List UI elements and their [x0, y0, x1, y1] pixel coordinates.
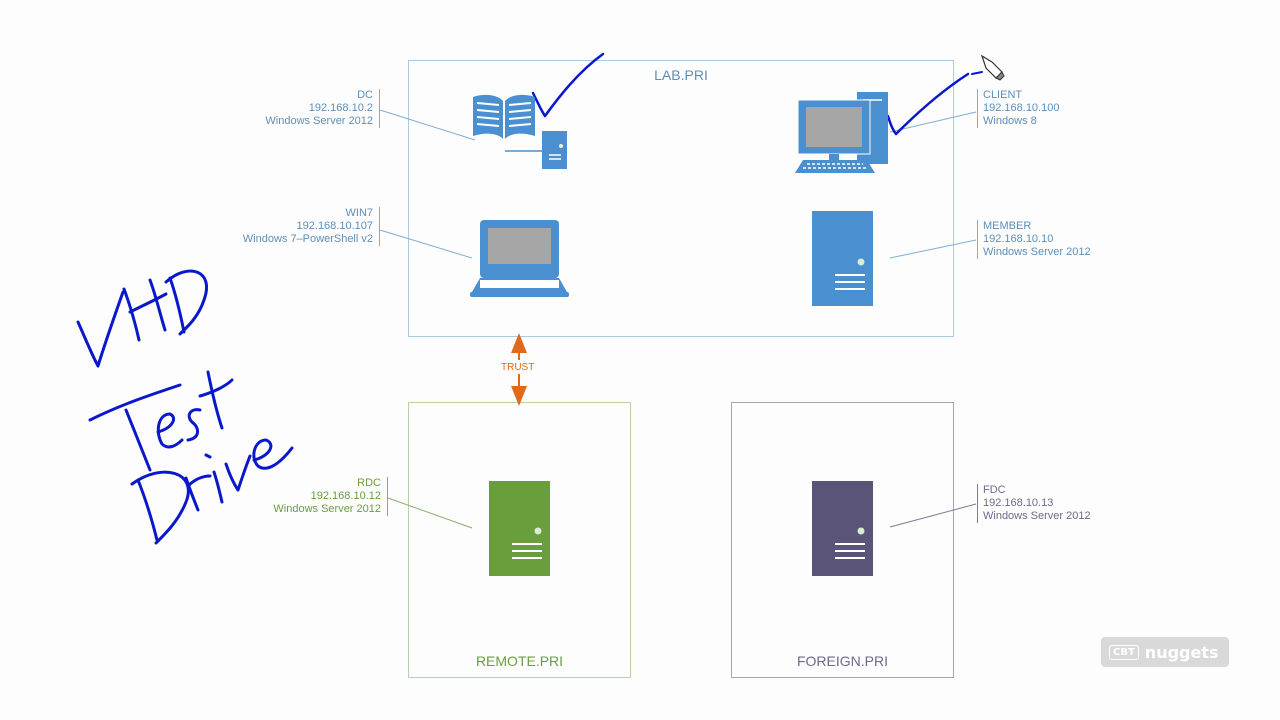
- foreign-domain-title: FOREIGN.PRI: [796, 653, 888, 669]
- rdc-connector: [387, 497, 473, 529]
- rdc-ip: 192.168.10.12: [310, 490, 381, 502]
- rdc-name: RDC: [357, 477, 381, 489]
- desktop-computer-icon: [795, 92, 891, 174]
- rdc-server-tower-icon: [489, 481, 550, 576]
- dc-ip: 192.168.10.2: [308, 102, 373, 114]
- ink-dash: [971, 71, 983, 75]
- dc-name: DC: [357, 89, 373, 101]
- laptop-icon: [470, 220, 569, 298]
- client-name: CLIENT: [983, 89, 1023, 101]
- fdc-server-tower-icon: [812, 481, 873, 576]
- fdc-connector: [889, 503, 977, 528]
- pen-cursor-icon: [980, 54, 1005, 81]
- remote-domain-box: REMOTE.PRI: [408, 402, 631, 678]
- win7-ip: 192.168.10.107: [296, 220, 373, 232]
- member-ip: 192.168.10.10: [983, 233, 1054, 245]
- cbt-nuggets-logo: CBT nuggets: [1101, 637, 1229, 667]
- dc-checkmark-ink: [531, 52, 605, 118]
- handwritten-annotation: [76, 269, 294, 545]
- fdc-os: Windows Server 2012: [983, 510, 1091, 522]
- directory-book-server-icon: [470, 93, 570, 173]
- fdc-ip: 192.168.10.13: [983, 497, 1054, 509]
- client-checkmark-ink: [886, 72, 970, 136]
- fdc-name: FDC: [983, 484, 1006, 496]
- logo-nuggets-text: nuggets: [1144, 642, 1219, 662]
- rdc-label: RDC 192.168.10.12 Windows Server 2012: [273, 477, 388, 516]
- member-connector: [889, 239, 977, 259]
- dc-os: Windows Server 2012: [265, 115, 373, 127]
- rdc-os: Windows Server 2012: [273, 503, 381, 515]
- logo-cbt-text: CBT: [1109, 644, 1139, 660]
- client-connector: [889, 111, 977, 133]
- trust-label: TRUST: [501, 362, 535, 373]
- fdc-label: FDC 192.168.10.13 Windows Server 2012: [977, 484, 1091, 523]
- client-ip: 192.168.10.100: [983, 102, 1060, 114]
- client-os: Windows 8: [983, 115, 1037, 127]
- win7-os: Windows 7–PowerShell v2: [242, 233, 373, 245]
- remote-domain-title: REMOTE.PRI: [475, 653, 564, 669]
- member-server-tower-icon: [812, 211, 873, 306]
- client-label: CLIENT 192.168.10.100 Windows 8: [977, 89, 1059, 128]
- member-os: Windows Server 2012: [983, 246, 1091, 258]
- win7-connector: [379, 229, 473, 259]
- member-label: MEMBER 192.168.10.10 Windows Server 2012: [977, 220, 1091, 259]
- member-name: MEMBER: [983, 220, 1032, 232]
- win7-label: WIN7 192.168.10.107 Windows 7–PowerShell…: [243, 207, 380, 246]
- win7-name: WIN7: [345, 207, 374, 219]
- lab-domain-title: LAB.PRI: [654, 67, 708, 83]
- dc-label: DC 192.168.10.2 Windows Server 2012: [265, 89, 380, 128]
- dc-connector: [379, 109, 476, 141]
